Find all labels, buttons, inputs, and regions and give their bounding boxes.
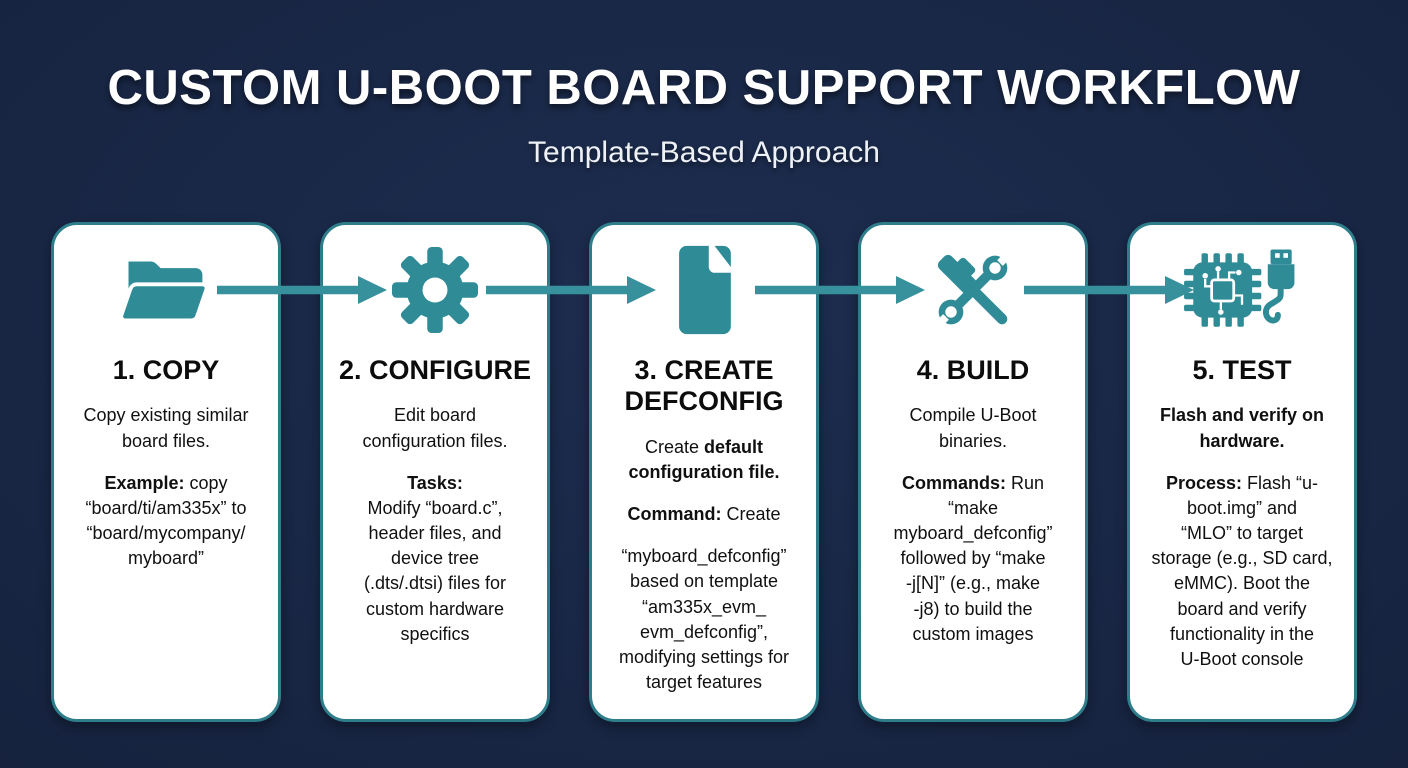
text-segment: Create <box>721 504 781 524</box>
step-heading: 2. CONFIGURE <box>338 355 532 385</box>
text-segment: Copy existing similar board files. <box>83 405 249 451</box>
step-paragraph: Commands: Run “make myboard_defconfig” f… <box>893 471 1052 647</box>
page-subtitle: Template-Based Approach <box>528 136 880 169</box>
page-header: CUSTOM U-BOOT BOARD SUPPORT WORKFLOW Tem… <box>0 0 1408 170</box>
step-heading: 4. BUILD <box>916 355 1030 385</box>
step-paragraph: Command: Create <box>627 502 780 527</box>
text-segment: Modify “board.c”, header files, and devi… <box>363 497 507 644</box>
step-paragraph: Compile U-Boot binaries. <box>909 403 1036 453</box>
step-card-configure: 2. CONFIGURE Edit board configuration fi… <box>320 222 550 722</box>
gear-icon <box>392 243 478 337</box>
step-paragraph: “myboard_defconfig” based on template “a… <box>619 544 789 695</box>
step-paragraph: Copy existing similar board files. <box>83 403 248 453</box>
step-paragraph: Create default configuration file. <box>629 435 780 485</box>
document-icon <box>669 243 739 337</box>
text-segment: copy “board/ti/am335x” to “board/mycompa… <box>85 472 247 569</box>
text-segment-bold: Example: <box>104 472 185 493</box>
step-paragraph: Tasks: Modify “board.c”, header files, a… <box>364 471 506 647</box>
flow-arrow <box>217 276 387 304</box>
text-segment: Flash “u- boot.img” and “MLO” to target … <box>1151 472 1333 669</box>
step-card-test: 5. TEST Flash and verify on hardware. Pr… <box>1127 222 1357 722</box>
chip-usb-icon <box>1180 243 1304 337</box>
text-segment-bold: Tasks: <box>407 472 463 493</box>
step-paragraph: Edit board configuration files. <box>362 403 507 453</box>
text-segment-bold: Process: <box>1165 472 1242 493</box>
step-paragraph: Flash and verify on hardware. <box>1160 403 1324 453</box>
step-heading: 3. CREATE DEFCONFIG <box>624 355 784 417</box>
open-folder-icon <box>118 243 214 337</box>
step-paragraph: Example: copy “board/ti/am335x” to “boar… <box>85 471 246 572</box>
step-card-build: 4. BUILD Compile U-Boot binaries. Comman… <box>858 222 1088 722</box>
text-segment: Run “make myboard_defconfig” followed by… <box>893 472 1053 644</box>
step-card-create-defconfig: 3. CREATE DEFCONFIG Create default confi… <box>589 222 819 722</box>
text-segment-bold: default configuration file. <box>628 436 780 482</box>
step-paragraph: Process: Flash “u- boot.img” and “MLO” t… <box>1151 471 1332 673</box>
flow-arrow <box>755 276 925 304</box>
text-segment-bold: Commands: <box>901 472 1006 493</box>
text-segment: “myboard_defconfig” based on template “a… <box>618 546 790 693</box>
hammer-wrench-icon <box>927 243 1019 337</box>
step-heading: 1. COPY <box>112 355 220 385</box>
step-heading: 5. TEST <box>1192 355 1292 385</box>
flow-arrow <box>486 276 656 304</box>
flow-arrow <box>1024 276 1194 304</box>
text-segment-bold: Command: <box>627 504 722 524</box>
text-segment: Edit board configuration files. <box>362 405 508 451</box>
page-title: CUSTOM U-BOOT BOARD SUPPORT WORKFLOW <box>107 61 1301 115</box>
text-segment-bold: Flash and verify on hardware. <box>1159 405 1325 451</box>
step-card-copy: 1. COPY Copy existing similar board file… <box>51 222 281 722</box>
text-segment: Compile U-Boot binaries. <box>909 405 1037 451</box>
workflow-steps: 1. COPY Copy existing similar board file… <box>51 222 1357 722</box>
text-segment: Create <box>644 436 704 457</box>
